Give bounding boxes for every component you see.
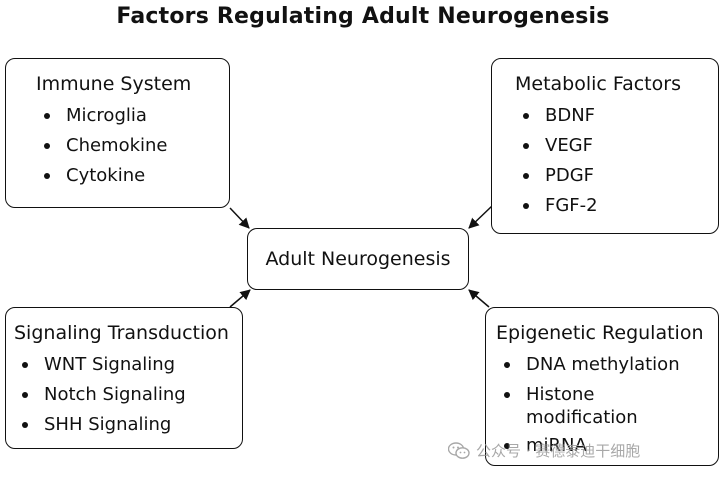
list-item: PDGF xyxy=(515,161,718,191)
signaling-transduction-list: WNT Signaling Notch Signaling SHH Signal… xyxy=(14,350,242,440)
arrow-metabolic-to-center xyxy=(468,205,493,229)
metabolic-factors-list: BDNF VEGF PDGF FGF-2 xyxy=(515,101,718,221)
watermark-text: 公众号 · 赛德泰迪干细胞 xyxy=(476,442,641,460)
signaling-transduction-heading: Signaling Transduction xyxy=(14,322,229,344)
epigenetic-regulation-box: Epigenetic Regulation DNA methylation Hi… xyxy=(485,307,719,466)
arrow-signaling-to-center xyxy=(229,289,251,308)
list-item: Microglia xyxy=(36,101,229,131)
metabolic-factors-box: Metabolic Factors BDNF VEGF PDGF FGF-2 xyxy=(491,58,719,234)
diagram-title: Factors Regulating Adult Neurogenesis xyxy=(116,4,610,29)
immune-system-box: Immune System Microglia Chemokine Cytoki… xyxy=(5,58,230,208)
epigenetic-regulation-heading: Epigenetic Regulation xyxy=(496,322,704,344)
list-item: miRNA xyxy=(496,431,696,461)
wechat-icon xyxy=(448,441,470,459)
list-item: BDNF xyxy=(515,101,718,131)
watermark: 公众号 · 赛德泰迪干细胞 xyxy=(448,440,640,461)
center-label: Adult Neurogenesis xyxy=(265,248,451,270)
list-item: FGF-2 xyxy=(515,191,718,221)
metabolic-factors-heading: Metabolic Factors xyxy=(515,73,681,95)
list-item: Histone modification xyxy=(496,380,696,431)
immune-system-list: Microglia Chemokine Cytokine xyxy=(36,101,229,191)
adult-neurogenesis-box: Adult Neurogenesis xyxy=(247,228,469,290)
list-item: VEGF xyxy=(515,131,718,161)
list-item: DNA methylation xyxy=(496,350,696,380)
list-item: SHH Signaling xyxy=(14,410,242,440)
signaling-transduction-box: Signaling Transduction WNT Signaling Not… xyxy=(5,307,243,449)
immune-system-heading: Immune System xyxy=(36,73,192,95)
list-item: Chemokine xyxy=(36,131,229,161)
list-item: Notch Signaling xyxy=(14,380,242,410)
epigenetic-regulation-list: DNA methylation Histone modification miR… xyxy=(496,350,696,461)
list-item: WNT Signaling xyxy=(14,350,242,380)
list-item: Cytokine xyxy=(36,161,229,191)
arrow-epigenetic-to-center xyxy=(468,289,490,308)
arrow-immune-to-center xyxy=(229,207,250,229)
